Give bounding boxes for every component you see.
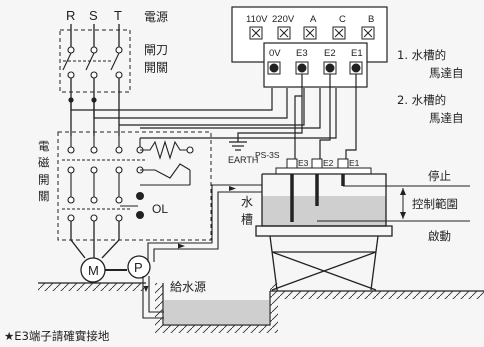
phase-r-label: R (66, 8, 75, 23)
term-0v: 0V (269, 48, 281, 59)
pump-icon (127, 255, 151, 279)
note-2: 2. 水槽的 (397, 93, 446, 107)
coil-circuit (140, 140, 194, 186)
level-range: 控制範圍 (412, 197, 458, 211)
note-2-cont: 馬達自 (429, 111, 464, 125)
supply-label: 給水源 (170, 280, 206, 294)
ol-label: OL (152, 202, 168, 216)
tank-label: 水槽 (241, 195, 253, 226)
term-e2: E2 (324, 48, 336, 59)
knife-switch-label: 閘刀開關 (144, 43, 168, 74)
term-c: C (339, 14, 346, 25)
knife-switch (62, 46, 123, 79)
motor-feed (70, 221, 120, 259)
contactor-contacts (62, 136, 146, 222)
level-start: 啟動 (428, 229, 451, 243)
top-terminal-screws (249, 26, 375, 40)
feeder-lines (70, 78, 120, 136)
term-220v: 220V (272, 14, 295, 25)
ps-label: PS-3S (255, 150, 280, 160)
pump-label: P (134, 260, 143, 275)
supply-water (164, 300, 269, 324)
knife-switch-box (59, 29, 131, 93)
probe-heads (286, 158, 349, 169)
term-e3: E3 (296, 48, 308, 59)
term-b: B (368, 14, 374, 25)
level-arrows (400, 188, 406, 219)
junction-dots (68, 97, 97, 103)
phase-t-label: T (114, 8, 122, 23)
probe-wires (294, 74, 357, 160)
note-1: 1. 水槽的 (397, 48, 446, 62)
probe-e3-label: E3 (298, 158, 309, 168)
level-stop: 停止 (428, 169, 451, 183)
bottom-terminal-screws (267, 61, 363, 75)
tank-stand (255, 225, 393, 291)
note-1-cont: 馬達自 (429, 66, 464, 80)
probe-e2-label: E2 (323, 158, 334, 168)
footnote: ★E3端子請確實接地 (4, 329, 110, 343)
ol-dots (136, 192, 144, 219)
term-a: A (310, 14, 317, 25)
probes (290, 174, 345, 222)
supply-lines (70, 24, 120, 50)
earth-label: EARTH (228, 155, 258, 165)
probe-e1-label: E1 (349, 158, 360, 168)
term-e1: E1 (351, 48, 363, 59)
contactor-label: 電磁開關 (38, 139, 50, 203)
control-wires (70, 88, 337, 139)
tank-lid (275, 167, 372, 175)
term-110v: 110V (246, 14, 268, 25)
phase-s-label: S (89, 8, 98, 23)
motor-label: M (88, 263, 99, 278)
earth-symbol (229, 74, 303, 151)
contactor-box (57, 131, 212, 241)
ground (38, 282, 484, 333)
power-label: 電源 (144, 10, 168, 24)
